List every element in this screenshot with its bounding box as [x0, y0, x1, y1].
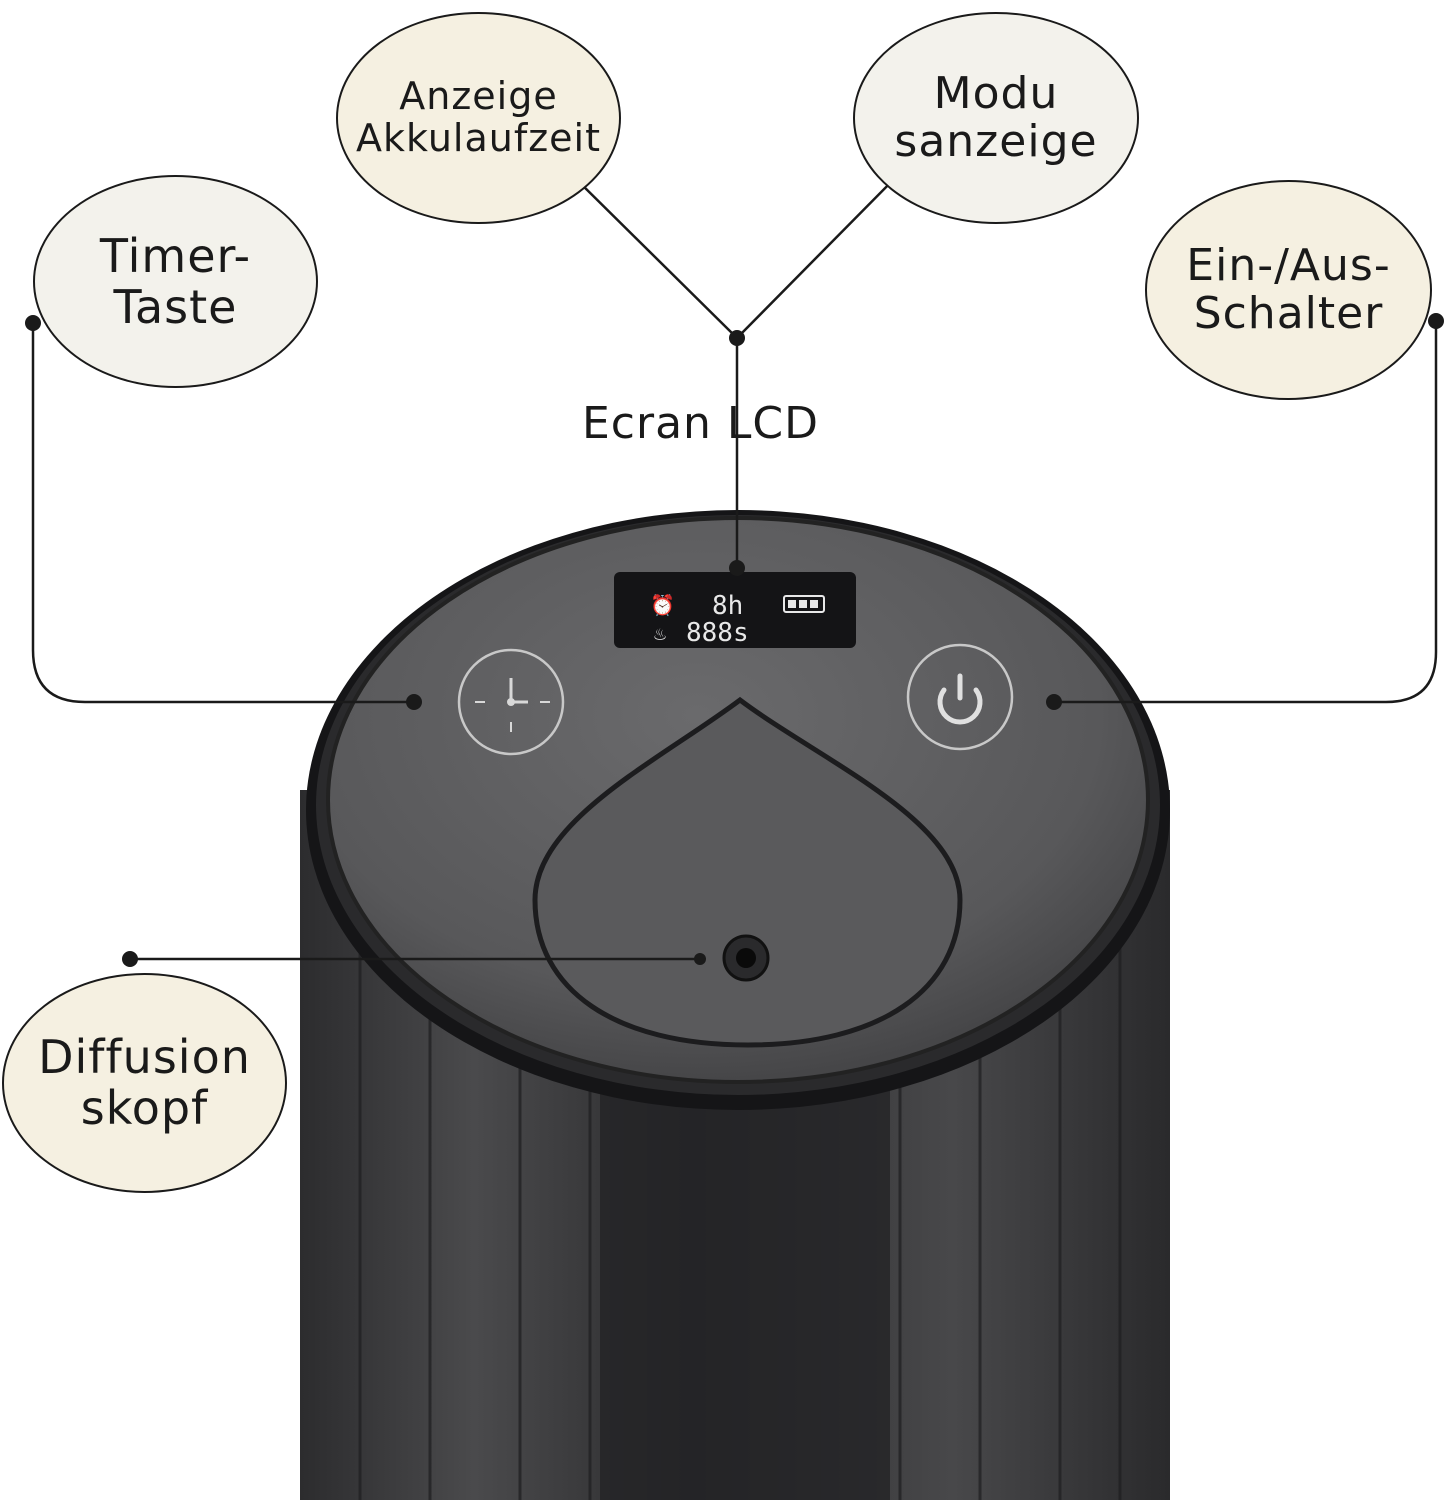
lcd-screen: ⏰ 8h ♨ 888s	[614, 572, 856, 648]
callout-label-line1: Diffusion	[38, 1030, 251, 1085]
power-switch-callout: Ein-/Aus- Schalter	[1145, 180, 1432, 400]
timer-button-callout: Timer- Taste	[33, 175, 318, 388]
diffusion-nozzle	[722, 934, 770, 982]
callout-label-line1: Modu	[933, 67, 1059, 119]
callout-label-line1: Anzeige	[399, 74, 558, 119]
lcd-hours-readout: 8h	[712, 591, 743, 621]
power-icon	[937, 673, 983, 725]
mist-icon: ♨	[654, 621, 666, 645]
callout-label-line2: Schalter	[1193, 288, 1384, 339]
timer-button[interactable]	[457, 648, 565, 756]
lcd-screen-label: Ecran LCD	[582, 398, 820, 449]
lcd-seconds-readout: 888s	[686, 618, 749, 648]
mode-display-callout: Modu sanzeige	[853, 12, 1139, 224]
callout-label-line1: Ein-/Aus-	[1186, 239, 1391, 291]
callout-label-line2: skopf	[80, 1081, 209, 1135]
leader-lines	[31, 174, 1438, 961]
power-button[interactable]	[906, 643, 1014, 751]
callout-label-line2: Akkulaufzeit	[355, 116, 601, 160]
callout-label-line1: Timer-	[99, 228, 252, 283]
callout-label-line2: Taste	[113, 279, 238, 334]
callout-label-line2: sanzeige	[894, 116, 1098, 167]
battery-display-callout: Anzeige Akkulaufzeit	[336, 12, 621, 224]
diffusion-head-callout: Diffusion skopf	[2, 973, 287, 1193]
alarm-icon: ⏰	[650, 593, 675, 617]
battery-icon	[783, 595, 825, 613]
